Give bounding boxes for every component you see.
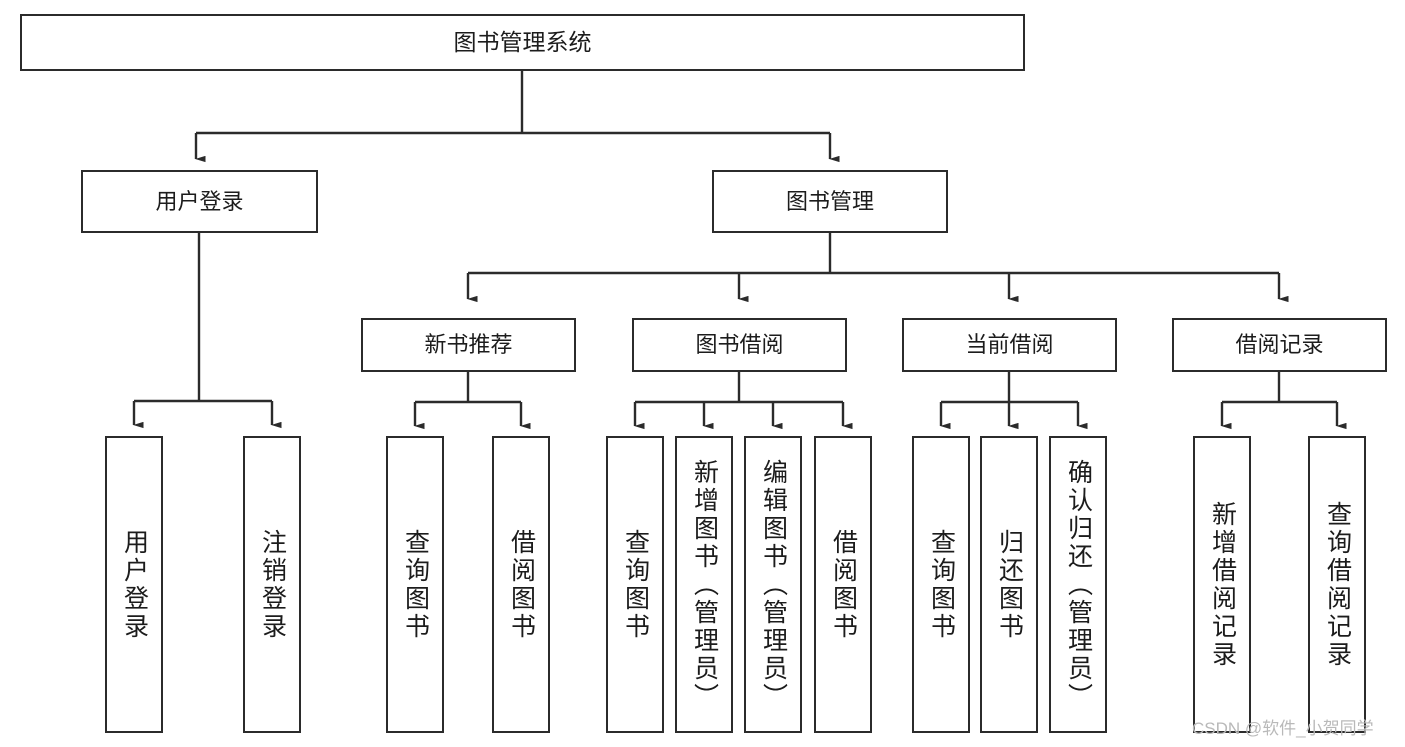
node-leaf-add-book-admin[interactable]: 新增图书（管理员）	[675, 436, 733, 733]
node-borrow-record[interactable]: 借阅记录	[1172, 318, 1387, 372]
node-user-login-label: 用户登录	[155, 188, 244, 214]
node-leaf-user-login[interactable]: 用户登录	[105, 436, 163, 733]
node-leaf-confirm-return-admin-label: 确认归还（管理员）	[1064, 458, 1093, 711]
node-leaf-query-borrow-record-label: 查询借阅记录	[1323, 500, 1352, 669]
node-leaf-query-book-borrow[interactable]: 查询图书	[606, 436, 664, 733]
node-leaf-add-borrow-record[interactable]: 新增借阅记录	[1193, 436, 1251, 733]
node-root-label: 图书管理系统	[453, 29, 592, 56]
node-user-login[interactable]: 用户登录	[81, 170, 318, 233]
node-leaf-return-book-label: 归还图书	[995, 528, 1024, 641]
node-leaf-return-book[interactable]: 归还图书	[980, 436, 1038, 733]
node-leaf-query-book-current-label: 查询图书	[927, 528, 956, 641]
csdn-watermark: CSDN @软件_小贺同学	[1192, 719, 1374, 738]
node-leaf-edit-book-admin[interactable]: 编辑图书（管理员）	[744, 436, 802, 733]
node-leaf-query-book-newbook[interactable]: 查询图书	[386, 436, 444, 733]
node-leaf-logout[interactable]: 注销登录	[243, 436, 301, 733]
node-root-book-management-system[interactable]: 图书管理系统	[20, 14, 1025, 71]
node-leaf-borrow-book-newbook-label: 借阅图书	[507, 528, 536, 641]
node-leaf-borrow-book[interactable]: 借阅图书	[814, 436, 872, 733]
node-leaf-confirm-return-admin[interactable]: 确认归还（管理员）	[1049, 436, 1107, 733]
node-leaf-query-book-newbook-label: 查询图书	[401, 528, 430, 641]
node-leaf-logout-label: 注销登录	[258, 528, 287, 641]
node-current-borrow[interactable]: 当前借阅	[902, 318, 1117, 372]
node-book-management[interactable]: 图书管理	[712, 170, 948, 233]
node-leaf-add-book-admin-label: 新增图书（管理员）	[690, 458, 719, 711]
node-book-borrow[interactable]: 图书借阅	[632, 318, 847, 372]
node-borrow-record-label: 借阅记录	[1235, 332, 1324, 358]
node-current-borrow-label: 当前借阅	[965, 332, 1054, 358]
node-leaf-add-borrow-record-label: 新增借阅记录	[1208, 500, 1237, 669]
node-leaf-query-book-borrow-label: 查询图书	[621, 528, 650, 641]
node-leaf-borrow-book-label: 借阅图书	[829, 528, 858, 641]
node-leaf-query-book-current[interactable]: 查询图书	[912, 436, 970, 733]
node-leaf-edit-book-admin-label: 编辑图书（管理员）	[759, 458, 788, 711]
node-leaf-user-login-label: 用户登录	[120, 528, 149, 641]
node-leaf-query-borrow-record[interactable]: 查询借阅记录	[1308, 436, 1366, 733]
node-new-book-recommend-label: 新书推荐	[424, 332, 513, 358]
node-new-book-recommend[interactable]: 新书推荐	[361, 318, 576, 372]
node-leaf-borrow-book-newbook[interactable]: 借阅图书	[492, 436, 550, 733]
node-book-management-label: 图书管理	[785, 188, 874, 214]
node-book-borrow-label: 图书借阅	[695, 332, 784, 358]
